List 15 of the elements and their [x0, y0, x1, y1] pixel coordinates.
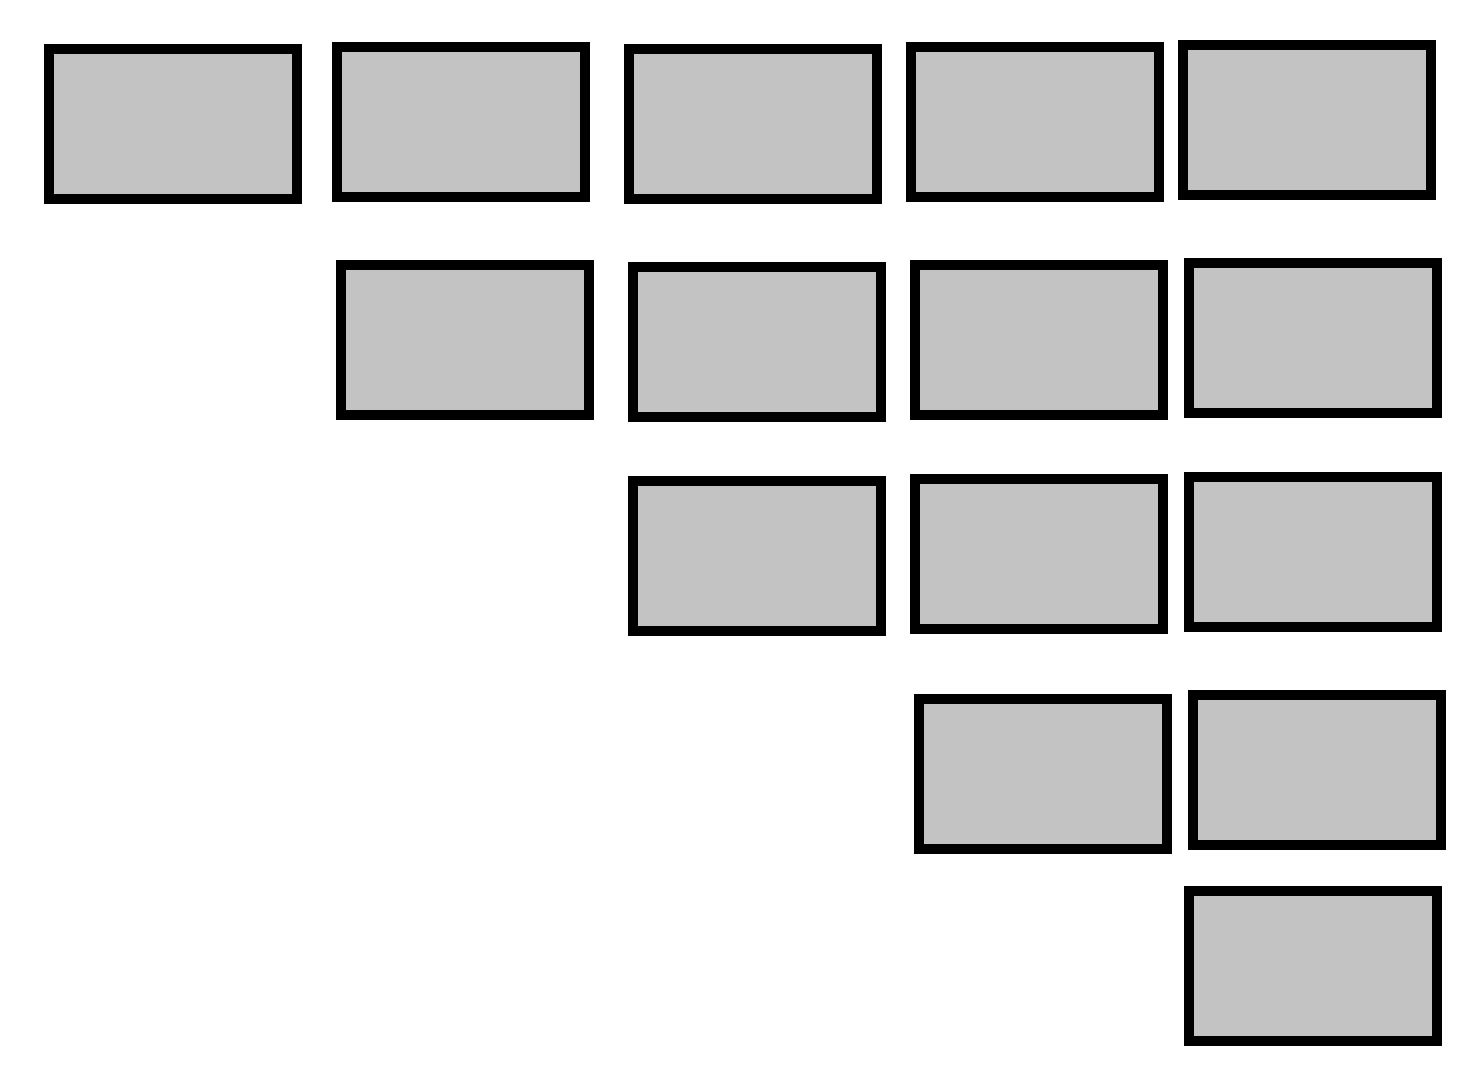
empty-box: [1178, 40, 1436, 200]
empty-box: [1184, 258, 1442, 418]
empty-box: [624, 44, 882, 204]
empty-box: [1188, 690, 1446, 850]
empty-box: [332, 42, 590, 202]
empty-box: [336, 260, 594, 420]
empty-box: [44, 44, 302, 204]
empty-box: [906, 42, 1164, 202]
empty-box: [628, 262, 886, 422]
empty-box: [1184, 472, 1442, 632]
empty-box: [1184, 886, 1442, 1046]
empty-box: [910, 474, 1168, 634]
empty-box: [914, 694, 1172, 854]
empty-box: [910, 260, 1168, 420]
empty-box: [628, 476, 886, 636]
